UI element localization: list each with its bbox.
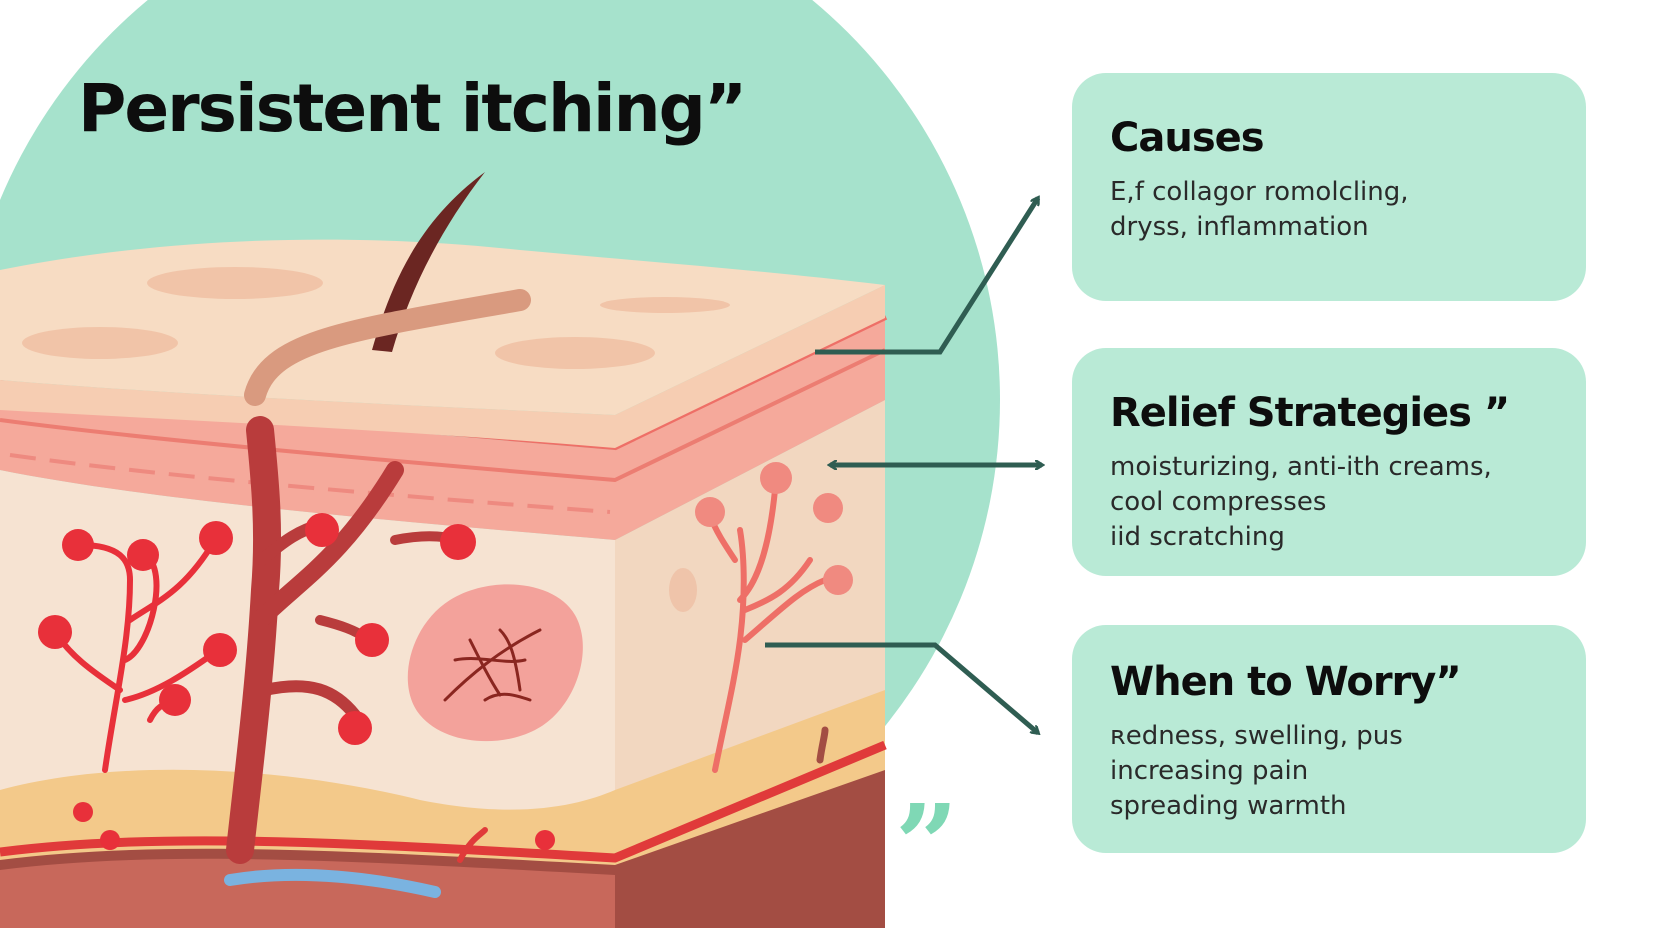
arrow-to-causes	[815, 198, 1041, 355]
epidermis-dashes	[9, 453, 611, 514]
side-spot	[669, 568, 697, 612]
muscle-fiber	[816, 726, 829, 764]
hair-follicle-line	[244, 289, 531, 406]
relief-heading: Relief Strategies ”	[1110, 390, 1510, 436]
vessel-nodes	[305, 513, 476, 745]
relief-line: iid scratching	[1110, 522, 1285, 552]
causes-line: E,f collagor romolcling,	[1110, 177, 1409, 207]
muscle-front	[0, 858, 615, 928]
page-title: Persistent itching”	[78, 70, 747, 147]
surface-spot	[600, 297, 730, 313]
surface-spot	[22, 327, 178, 359]
muscle-fiber	[457, 827, 488, 863]
relief-line: cool compresses	[1110, 487, 1327, 517]
causes-card: Causes E,f collagor romolcling, dryss, i…	[1072, 73, 1586, 301]
relief-line: moisturizing, anti-ith creams,	[1110, 452, 1492, 482]
when-to-worry-card: When to Worry” ʀedness, swelling, pus in…	[1072, 625, 1586, 853]
worry-heading: When to Worry”	[1110, 659, 1462, 705]
muscle-edge-line	[0, 740, 887, 863]
quote-mark-decoration: ”	[895, 780, 959, 909]
surface-spot	[495, 337, 655, 369]
hair-strand	[372, 172, 485, 352]
vein	[224, 868, 441, 898]
worry-line: increasing pain	[1110, 756, 1309, 786]
causes-heading: Causes	[1110, 115, 1265, 161]
worry-line: ʀedness, swelling, pus	[1110, 721, 1403, 751]
relief-strategies-card: Relief Strategies ” moisturizing, anti-i…	[1072, 348, 1586, 576]
capillary-tree-side	[707, 487, 828, 773]
skin-surface-front-edge	[0, 285, 885, 448]
surface-spot	[147, 267, 323, 299]
epidermis-band-mid	[0, 348, 886, 483]
capillary-nodes-left	[38, 521, 555, 850]
inflamed-patch	[407, 584, 583, 742]
capillary-nodes-side	[695, 462, 853, 595]
arrow-to-worry	[765, 642, 1038, 733]
causes-line: dryss, inflammation	[1110, 212, 1369, 242]
epidermis-band-lower	[0, 320, 885, 540]
worry-line: spreading warmth	[1110, 791, 1347, 821]
